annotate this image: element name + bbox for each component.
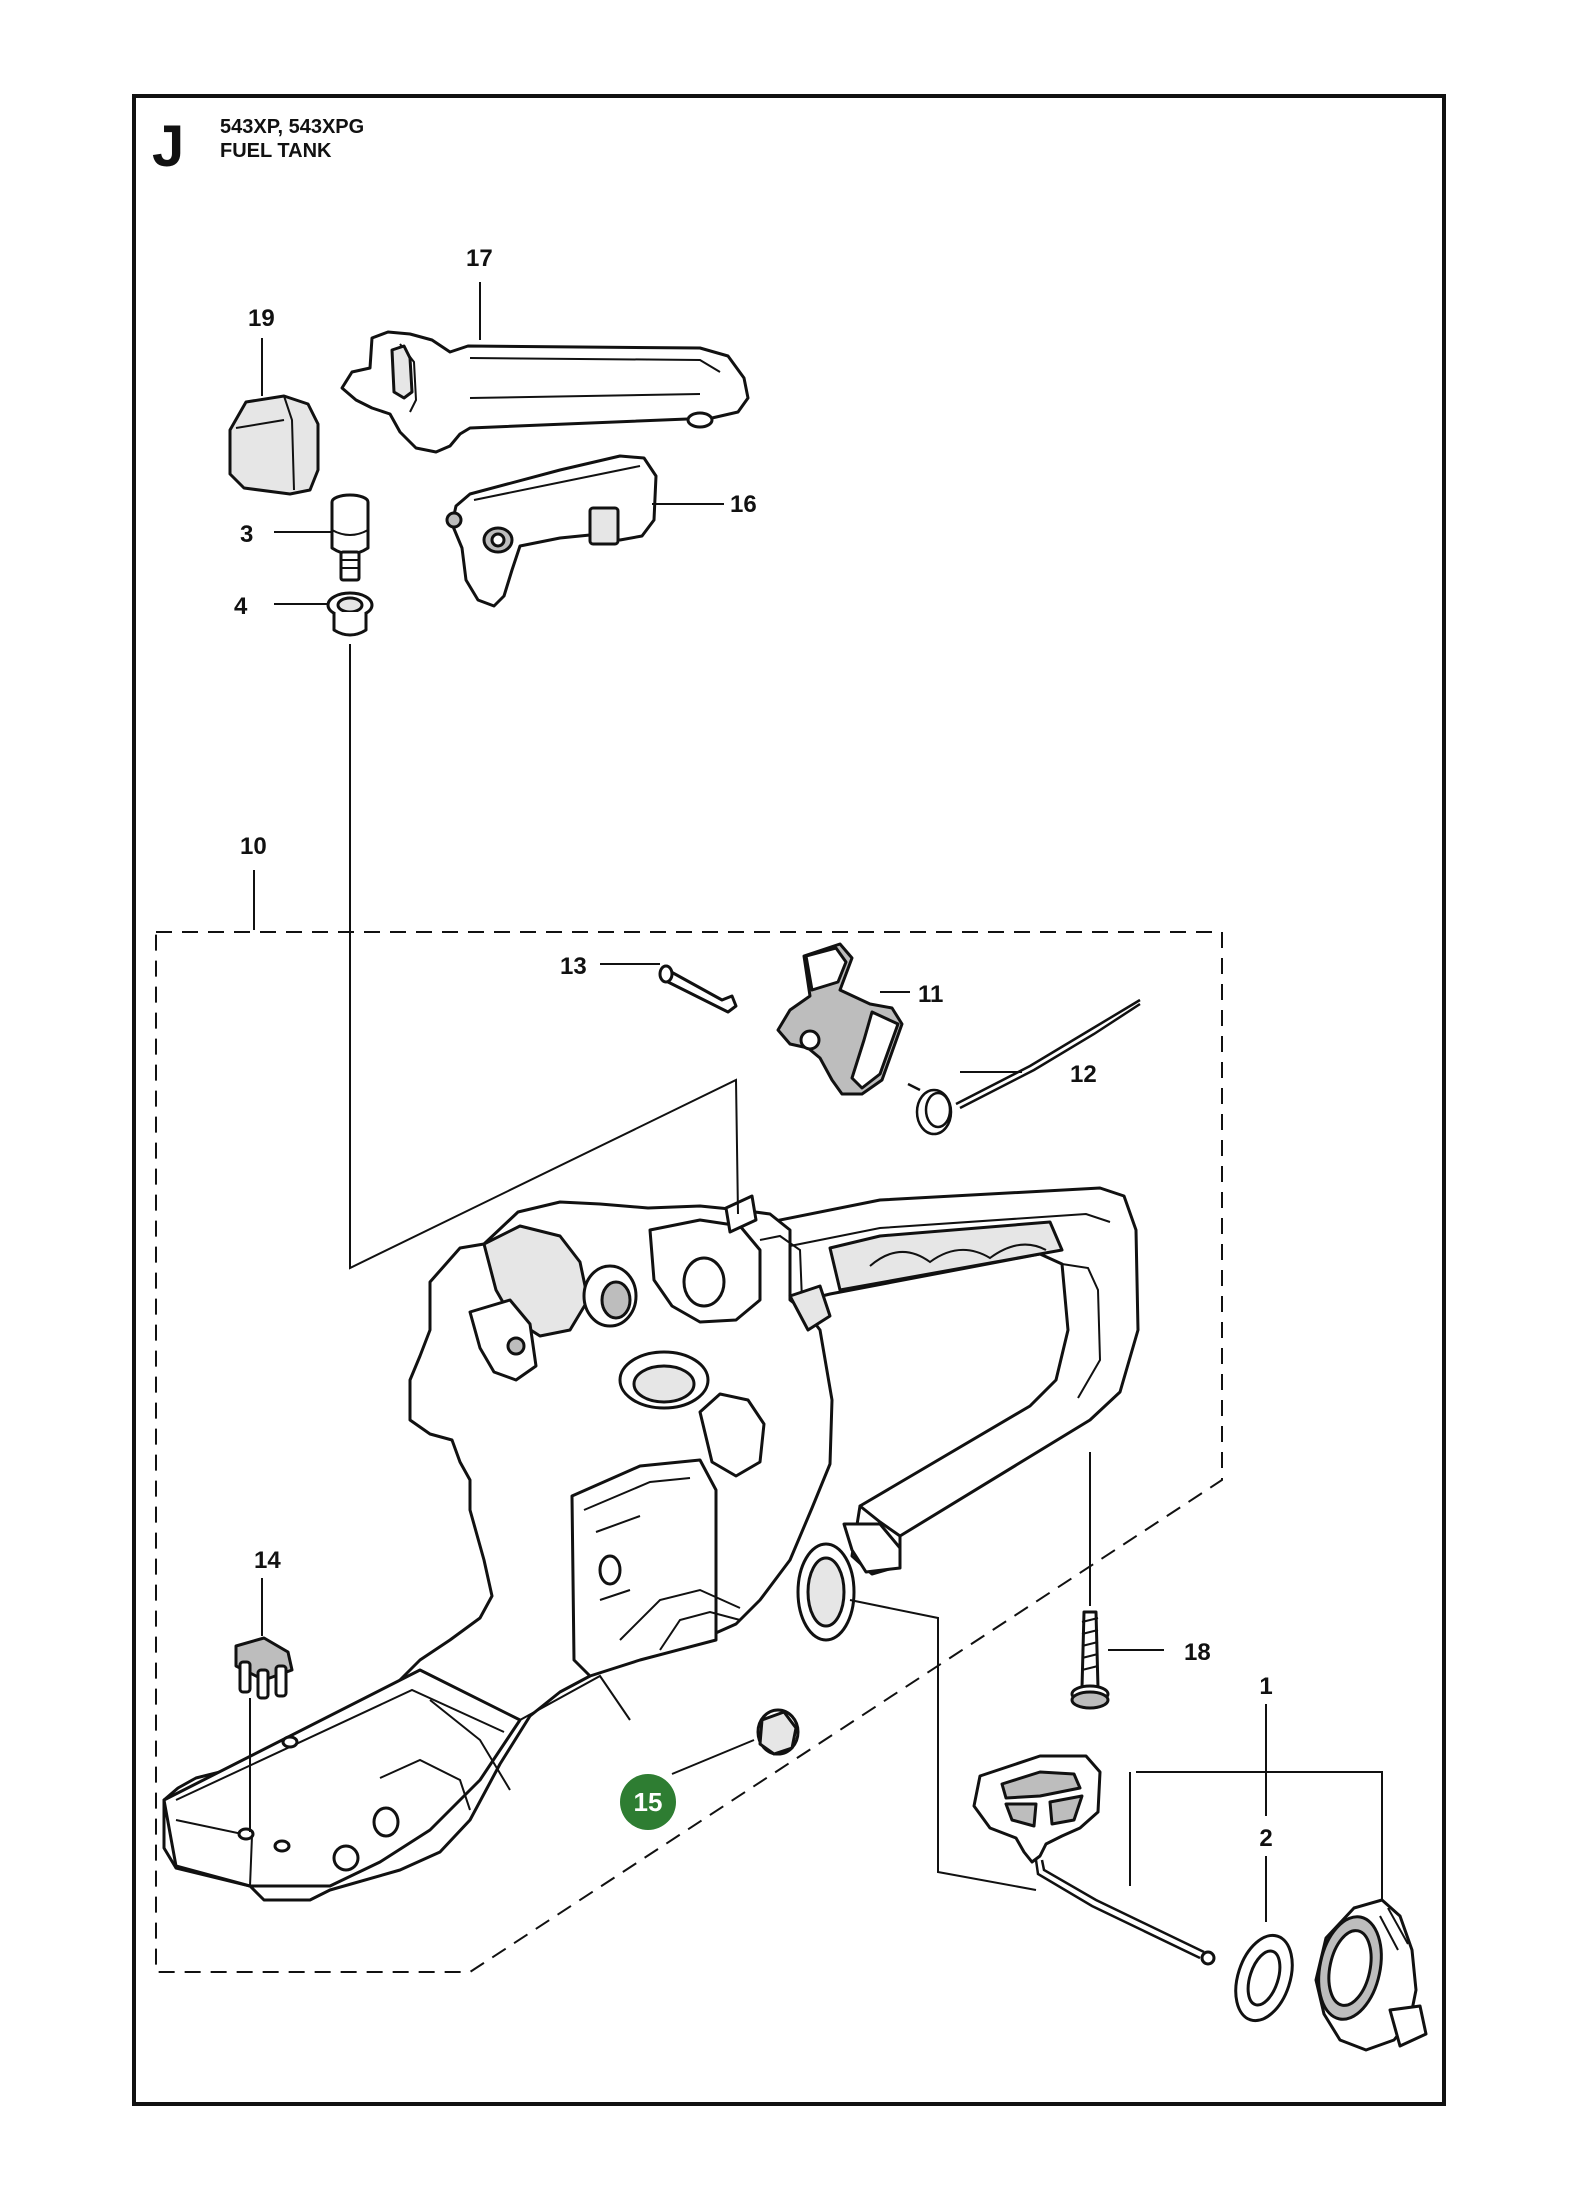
assembly-10-boundary	[155, 931, 1223, 1973]
callout-1: 1	[1259, 1673, 1272, 1700]
part-1-fuel-cap	[1314, 1898, 1428, 2052]
callout-labels: 17 19 16 3 4 10 13 11 12 14 18 1 2 15	[234, 245, 1273, 1852]
callout-3: 3	[240, 521, 253, 548]
callout-4: 4	[234, 593, 248, 620]
title-line: FUEL TANK	[220, 140, 332, 162]
callout-2: 2	[1259, 1825, 1272, 1852]
callout-19: 19	[248, 305, 275, 332]
callout-10: 10	[240, 833, 267, 860]
part-13-pin	[658, 964, 738, 1014]
leader-lines	[249, 282, 1383, 1922]
part-2-washer	[1234, 1933, 1294, 2023]
page-frame	[132, 94, 1446, 2106]
part-17-handle-cover	[340, 330, 750, 454]
part-15-plug	[756, 1708, 800, 1756]
part-1-filter-pickup	[972, 1754, 1216, 1966]
part-16-lever	[445, 454, 658, 608]
model-line: 543XP, 543XPG	[220, 116, 364, 138]
callout-18: 18	[1184, 1639, 1211, 1666]
part-12-spring	[907, 998, 1141, 1136]
part-3-valve	[330, 493, 370, 582]
part-14-clip	[234, 1636, 294, 1700]
callout-12: 12	[1070, 1061, 1097, 1088]
part-18-screw	[1070, 1610, 1110, 1710]
callout-16: 16	[730, 491, 757, 518]
callout-17: 17	[466, 245, 493, 272]
callout-11: 11	[918, 981, 943, 1008]
fuel-tank-body	[162, 1186, 1140, 1902]
section-letter: J	[152, 114, 184, 179]
callout-13: 13	[560, 953, 587, 980]
part-19-cap	[228, 394, 320, 496]
part-4-grommet	[326, 591, 374, 637]
callout-15: 15	[634, 1787, 663, 1817]
callout-14: 14	[254, 1547, 281, 1574]
callout-15-highlight-badge	[620, 1774, 676, 1830]
part-11-trigger	[776, 942, 904, 1096]
